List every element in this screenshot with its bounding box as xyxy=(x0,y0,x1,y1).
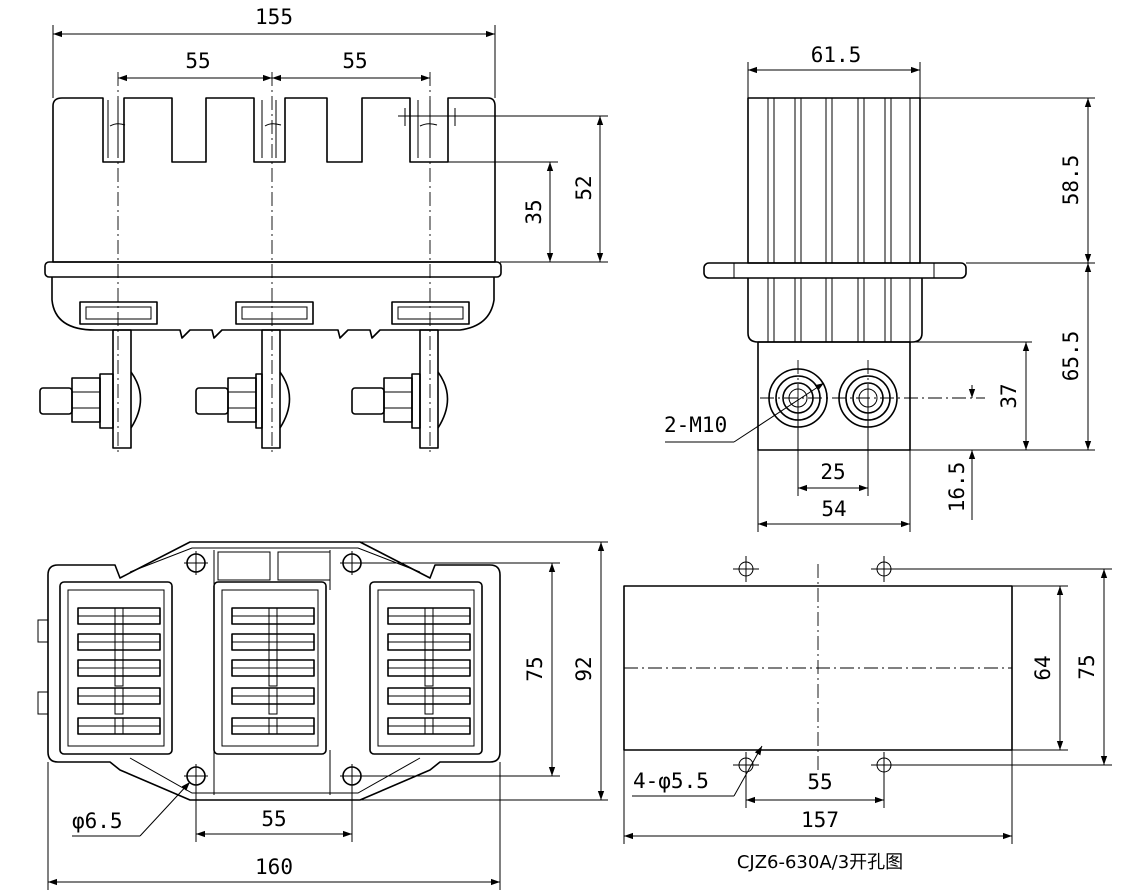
contact-bar-detail xyxy=(78,634,160,650)
bottom-pole-blocks xyxy=(59,581,483,755)
cutout-holes xyxy=(733,556,897,778)
dim-bottom-outer-height: 92 xyxy=(572,656,596,681)
contact-bar-detail xyxy=(78,608,160,624)
contact-bar-detail xyxy=(78,718,160,734)
bottom-contact-bars xyxy=(77,607,471,735)
bottom-view: 160 55 75 92 φ6.5 xyxy=(37,541,608,890)
contact-bar-detail xyxy=(388,660,470,676)
dim-cutout-hole-pitch: 55 xyxy=(807,770,832,794)
dim-side-lower-height: 65.5 xyxy=(1059,331,1083,382)
contact-link xyxy=(424,623,434,635)
dim-cutout-width: 157 xyxy=(801,808,839,832)
contact-link xyxy=(268,649,278,661)
dim-front-total-height: 52 xyxy=(572,175,596,200)
dim-front-pitch-left: 55 xyxy=(185,49,210,73)
front-flange xyxy=(44,261,502,278)
contact-link xyxy=(114,649,124,661)
bottom-outline xyxy=(47,541,501,801)
dim-side-upper-height: 58.5 xyxy=(1059,155,1083,206)
dim-side-terminal-pitch: 25 xyxy=(820,460,845,484)
dim-front-slot-height: 35 xyxy=(522,199,546,224)
contact-link xyxy=(268,623,278,635)
contact-bar-detail xyxy=(232,688,314,704)
contact-bar-detail xyxy=(78,660,160,676)
contact-link xyxy=(424,675,434,687)
dim-front-pitch-right: 55 xyxy=(342,49,367,73)
dim-bottom-inner-height: 75 xyxy=(523,656,547,681)
dim-side-terminal-height: 37 xyxy=(997,383,1021,408)
cutout-view: 55 157 64 75 4-φ5.5 CJZ6-630A/3开孔图 xyxy=(623,556,1112,873)
side-flange xyxy=(703,262,967,279)
contact-bar-detail xyxy=(232,634,314,650)
contact-link xyxy=(114,623,124,635)
bottom-mounting-holes xyxy=(184,551,364,788)
contact-bar-detail xyxy=(232,660,314,676)
contact-bar-detail xyxy=(388,718,470,734)
contact-bar-detail xyxy=(232,608,314,624)
dim-side-width: 61.5 xyxy=(811,43,862,67)
dim-side-terminal-offset: 16.5 xyxy=(945,462,969,513)
contact-link xyxy=(114,675,124,687)
cutout-caption: CJZ6-630A/3开孔图 xyxy=(737,852,903,873)
contact-link xyxy=(424,703,434,715)
dim-bottom-width: 160 xyxy=(255,855,293,879)
contact-bar-detail xyxy=(232,718,314,734)
contact-bar-detail xyxy=(388,688,470,704)
contact-link xyxy=(424,649,434,661)
front-housing-outline xyxy=(52,97,496,263)
side-view: 61.5 58.5 65.5 37 16.5 25 54 2-M10 xyxy=(664,43,1095,532)
dim-cutout-inner-height: 64 xyxy=(1031,655,1055,680)
side-terminal-plate xyxy=(757,341,911,451)
contact-bar-detail xyxy=(388,634,470,650)
dim-front-width: 155 xyxy=(255,5,293,29)
contact-bar-detail xyxy=(388,608,470,624)
dim-bottom-hole-pitch: 55 xyxy=(261,807,286,831)
contact-link xyxy=(268,675,278,687)
dim-side-base-width: 54 xyxy=(821,497,846,521)
contact-bar-detail xyxy=(78,688,160,704)
contact-link xyxy=(268,703,278,715)
front-terminals xyxy=(39,329,449,449)
callout-cutout-holes: 4-φ5.5 xyxy=(633,769,709,793)
callout-thread: 2-M10 xyxy=(664,413,727,437)
dim-cutout-outer-height: 75 xyxy=(1075,654,1099,679)
front-view: 155 55 55 35 52 xyxy=(39,5,608,455)
contact-link xyxy=(114,703,124,715)
front-lower-housing xyxy=(51,277,495,339)
front-windows xyxy=(79,301,470,325)
callout-mount-hole: φ6.5 xyxy=(72,809,123,833)
